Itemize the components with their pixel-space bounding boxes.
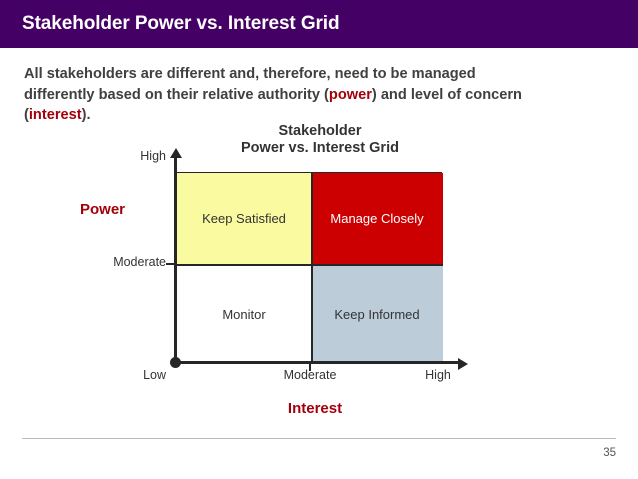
x-axis-title: Interest [287,400,343,417]
quadrant-horizontal-divider [177,264,443,266]
intro-line-2-pre: differently based on their relative auth… [24,86,329,103]
y-axis-title: Power [80,201,126,218]
axis-origin-dot [170,357,181,368]
quadrant-label: Manage Closely [330,211,424,226]
intro-line-1: All stakeholders are different and, ther… [24,66,476,82]
quadrant-manage-closely[interactable]: Manage Closely [311,173,443,264]
quadrant-keep-satisfied[interactable]: Keep Satisfied [177,173,311,264]
chart-title-line-2: Power vs. Interest Grid [241,140,399,156]
page-title: Stakeholder Power vs. Interest Grid [22,13,340,34]
quadrant-label: Keep Informed [334,306,420,322]
y-axis-line [174,156,177,363]
quadrant-monitor[interactable]: Monitor [177,264,311,364]
quadrant-label: Keep Satisfied [202,211,286,226]
x-axis-line [174,361,460,364]
chart-title-line-1: Stakeholder [278,123,362,139]
interest-keyword: interest [28,107,82,123]
x-axis-arrow-icon [458,357,468,370]
quadrant-label: Monitor [222,306,266,322]
power-keyword: power [328,86,372,103]
y-axis-tick-moderate [166,262,176,265]
quadrant-vertical-divider [311,173,313,364]
intro-line-3-post: ). [81,107,91,123]
y-axis-label-moderate: Moderate [113,255,166,269]
stakeholder-grid-chart: Stakeholder Power vs. Interest Grid Keep… [0,118,638,428]
x-axis-tick-moderate [309,362,311,371]
chart-title: Stakeholder Power vs. Interest Grid [200,123,440,157]
intro-line-2-post: ) and level of concern [371,86,522,103]
y-axis-label-low: Low [143,368,166,382]
y-axis-label-high: High [140,149,166,163]
grid-plot-area: Keep Satisfied Manage Closely Monitor Ke… [176,172,443,364]
page-number: 35 [603,447,616,459]
intro-line-3-pre: ( [24,107,29,123]
quadrant-keep-informed[interactable]: Keep Informed [311,264,443,364]
footer-divider [22,438,616,439]
x-axis-label-moderate: Moderate [283,368,337,382]
slide-header-bar [0,0,638,48]
intro-paragraph: All stakeholders are different and, ther… [24,64,616,126]
y-axis-arrow-icon [169,148,182,158]
x-axis-label-high: High [425,368,451,382]
